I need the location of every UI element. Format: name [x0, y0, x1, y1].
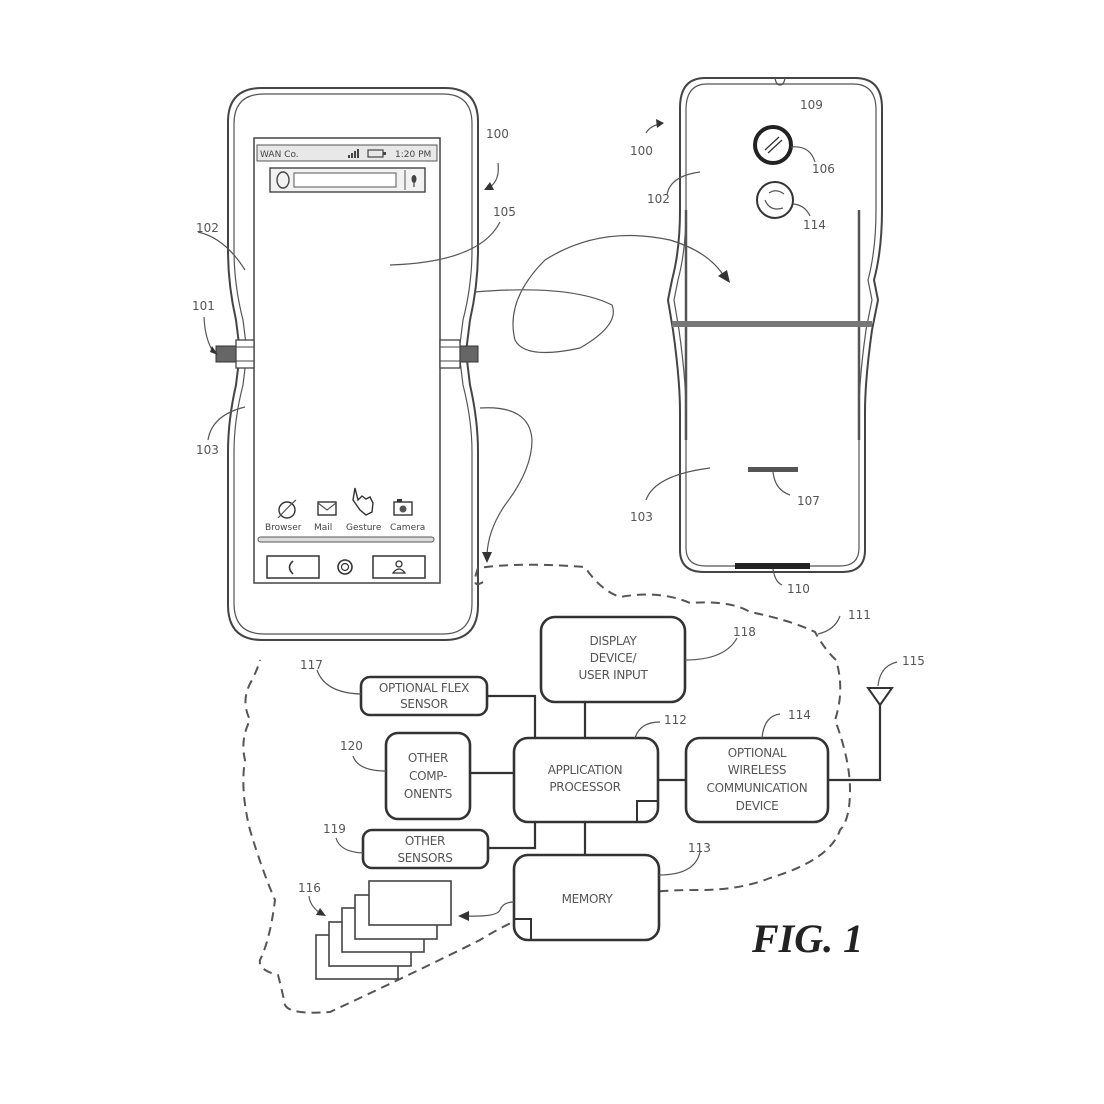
block-wireless-device — [684, 736, 830, 824]
ref-115: 115 — [902, 654, 925, 668]
block-other-components-line1: OTHER — [408, 751, 448, 765]
block-display-device-line1: DISPLAY — [589, 634, 637, 648]
block-application-processor — [512, 736, 660, 824]
block-other-sensors — [361, 828, 490, 870]
internal-boundary-111 — [242, 563, 852, 1014]
ref-106: 106 — [812, 162, 835, 176]
block-flex-sensor-line2: SENSOR — [400, 697, 448, 711]
ref-111: 111 — [848, 608, 871, 622]
block-display-device-line2: DEVICE/ — [590, 651, 638, 665]
block-flex-sensor-line1: OPTIONAL FLEX — [379, 681, 469, 695]
back-phone: 109 106 114 102 100 103 107 110 — [630, 77, 883, 596]
ref-102-back: 102 — [647, 192, 670, 206]
front-phone: WAN Co. 1:20 PM — [192, 87, 516, 641]
app-label-gesture: Gesture — [346, 523, 382, 533]
block-other-components-line3: ONENTS — [404, 787, 452, 801]
block-wireless-line4: DEVICE — [736, 799, 779, 813]
battery-icon — [367, 149, 386, 158]
ref-103-back: 103 — [630, 510, 653, 524]
camera-icon — [393, 499, 413, 516]
envelope-icon — [317, 501, 337, 516]
back-fold-line — [672, 321, 872, 327]
block-app-processor-line2: PROCESSOR — [549, 780, 620, 794]
bottom-port — [735, 563, 810, 569]
connections — [470, 694, 882, 855]
ref-112: 112 — [664, 713, 687, 727]
phone-icon — [288, 560, 294, 575]
ref-100-back: 100 — [630, 144, 653, 158]
globe-icon — [277, 499, 297, 519]
contacts-button — [372, 555, 426, 579]
ref-114: 114 — [788, 708, 811, 722]
signal-icon — [348, 149, 359, 158]
memory-to-modules-arrow — [466, 901, 515, 917]
block-wireless-line3: COMMUNICATION — [707, 781, 808, 795]
app-label-browser: Browser — [265, 523, 302, 533]
back-phone-housing — [666, 77, 883, 573]
modules-stack — [315, 880, 452, 980]
microphone-icon — [411, 175, 417, 187]
speaker-grille — [748, 467, 798, 472]
rear-camera — [753, 125, 793, 165]
block-app-processor-line1: APPLICATION — [548, 763, 623, 777]
search-icon — [276, 171, 290, 189]
block-memory — [512, 853, 661, 942]
ref-119: 119 — [323, 822, 346, 836]
ref-110: 110 — [787, 582, 810, 596]
ref-120: 120 — [340, 739, 363, 753]
right-hinge — [439, 339, 479, 369]
ref-103-front: 103 — [196, 443, 219, 457]
front-phone-housing-inner — [233, 93, 473, 635]
processor-corner-mark — [636, 800, 658, 822]
rear-sensor — [756, 181, 794, 219]
status-time: 1:20 PM — [395, 150, 431, 160]
ref-102-front: 102 — [196, 221, 219, 235]
ref-109: 109 — [800, 98, 823, 112]
left-hinge — [215, 339, 255, 369]
ref-117: 117 — [300, 658, 323, 672]
app-label-camera: Camera — [390, 523, 425, 533]
block-display-device-line3: USER INPUT — [578, 668, 648, 682]
block-other-components-line2: COMP- — [409, 769, 447, 783]
flip-arrow — [474, 234, 726, 354]
status-carrier: WAN Co. — [260, 150, 299, 160]
ref-101: 101 — [192, 299, 215, 313]
memory-corner-mark — [514, 918, 532, 940]
app-tray-divider — [257, 536, 435, 543]
ref-114-back: 114 — [803, 218, 826, 232]
block-flex-sensor — [359, 675, 489, 717]
ref-107: 107 — [797, 494, 820, 508]
ref-116: 116 — [298, 881, 321, 895]
flip-arrow-head — [718, 270, 730, 283]
internals-arrow — [479, 407, 533, 556]
ref-105: 105 — [493, 205, 516, 219]
ref-100-front: 100 — [486, 127, 509, 141]
app-label-mail: Mail — [314, 523, 332, 533]
contacts-icon — [391, 560, 407, 574]
ref-113: 113 — [688, 841, 711, 855]
block-other-sensors-line1: OTHER — [405, 834, 445, 848]
figure-title: FIG. 1 — [751, 916, 863, 961]
block-other-sensors-line2: SENSORS — [397, 851, 452, 865]
home-icon — [337, 559, 353, 575]
status-bar — [256, 144, 438, 162]
search-input — [293, 172, 397, 188]
phone-button — [266, 555, 320, 579]
block-wireless-line1: OPTIONAL — [728, 746, 787, 760]
ref-118: 118 — [733, 625, 756, 639]
block-other-components — [384, 731, 472, 821]
front-phone-housing — [227, 87, 479, 641]
hand-pointer-icon — [352, 487, 374, 516]
block-wireless-line2: WIRELESS — [728, 763, 786, 777]
internals-arrow-head — [482, 552, 492, 563]
block-memory-label: MEMORY — [562, 892, 614, 906]
antenna-icon — [866, 687, 894, 707]
